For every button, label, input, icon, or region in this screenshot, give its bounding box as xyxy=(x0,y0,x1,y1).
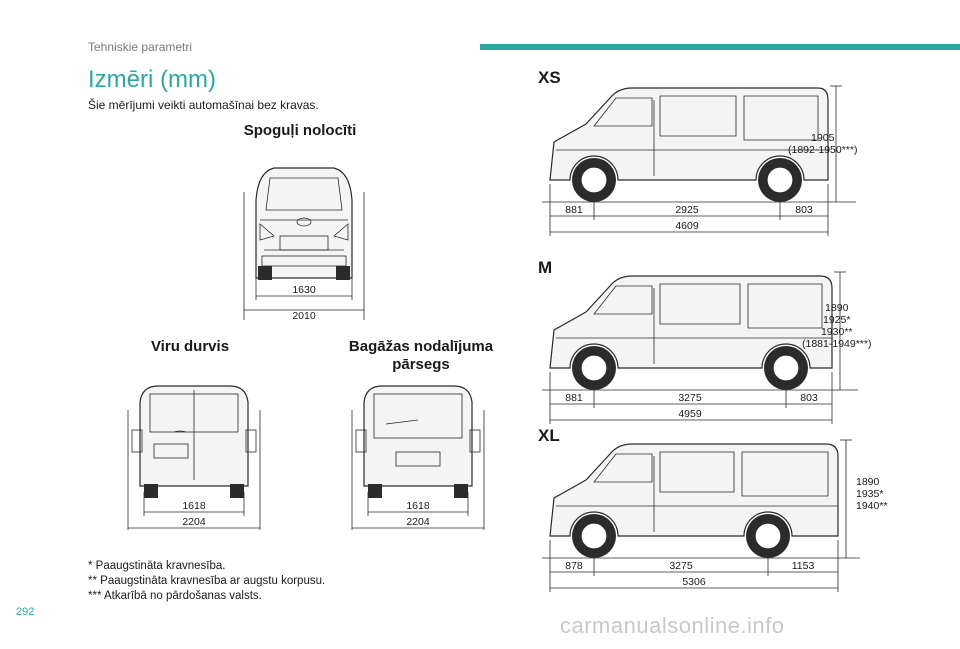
xl-height-line: 1940** xyxy=(856,500,888,512)
xs-height-line: (1892-1950***) xyxy=(788,144,858,156)
m-wheelbase: 3275 xyxy=(678,392,702,404)
mirrors-overall-label: 2010 xyxy=(292,310,316,320)
xl-height-block: 1890 1935* 1940** xyxy=(856,476,888,512)
footnote-2: ** Paaugstināta kravnesība ar augstu kor… xyxy=(88,575,326,587)
tailgate-width-label: 1618 xyxy=(406,500,430,512)
xs-height-block: 1905 (1892-1950***) xyxy=(788,132,857,156)
intro-text: Šie mērījumi veikti automašīnai bez krav… xyxy=(88,98,319,112)
m-height-line: (1881-1949***) xyxy=(802,338,872,350)
side-doors-diagram: 1618 2204 xyxy=(127,385,261,530)
mirrors-view-title: Spoguļi nolocīti xyxy=(243,122,357,139)
page-number: 292 xyxy=(16,606,35,618)
side-doors-view-title: Viru durvis xyxy=(150,338,230,355)
footnote-3: *** Atkarībā no pārdošanas valsts. xyxy=(88,590,262,602)
variant-xl-diagram: 878 3275 1153 5306 xyxy=(542,439,860,592)
tailgate-view-title: Bagāžas nodalījuma pārsegs xyxy=(348,338,494,373)
m-front-overhang: 881 xyxy=(565,392,583,404)
xl-height-line: 1890 xyxy=(856,476,880,488)
m-overall-length: 4959 xyxy=(678,408,702,420)
m-height-line: 1925* xyxy=(823,314,851,326)
footnote-1: * Paaugstināta kravnesība. xyxy=(88,560,226,572)
variant-m-diagram: 881 3275 803 4959 xyxy=(542,271,858,424)
xl-overall-length: 5306 xyxy=(682,576,706,588)
variant-xs-label: XS xyxy=(538,68,561,87)
variant-xl-label: XL xyxy=(538,426,560,445)
xs-wheelbase: 2925 xyxy=(675,204,699,216)
m-height-line: 1890 xyxy=(825,302,849,314)
xs-rear-overhang: 803 xyxy=(795,204,813,216)
section-label: Tehniskie parametri xyxy=(88,40,193,54)
m-height-line: 1930** xyxy=(820,326,853,338)
side-doors-overall-label: 2204 xyxy=(182,516,206,528)
xs-height-line: 1905 xyxy=(811,132,835,144)
m-rear-overhang: 803 xyxy=(800,392,818,404)
variant-xs-diagram: 881 2925 803 4609 xyxy=(542,85,856,236)
mirrors-width-label: 1630 xyxy=(292,284,316,296)
xs-overall-length: 4609 xyxy=(675,220,699,232)
header-accent-bar xyxy=(480,44,960,50)
xl-rear-overhang: 1153 xyxy=(792,560,815,572)
watermark: carmanualsonline.info xyxy=(560,613,785,638)
page-title: Izmēri (mm) xyxy=(88,66,216,93)
tailgate-overall-label: 2204 xyxy=(406,516,430,528)
m-height-block: 1890 1925* 1930** (1881-1949***) xyxy=(802,302,871,350)
xs-front-overhang: 881 xyxy=(565,204,583,216)
side-doors-width-label: 1618 xyxy=(182,500,206,512)
front-view-diagram: 1630 2010 xyxy=(243,167,365,320)
tailgate-diagram: 1618 2204 xyxy=(351,385,485,530)
xl-height-line: 1935* xyxy=(856,488,884,500)
xl-front-overhang: 878 xyxy=(565,560,583,572)
xl-wheelbase: 3275 xyxy=(669,560,693,572)
variant-m-label: M xyxy=(538,258,553,277)
